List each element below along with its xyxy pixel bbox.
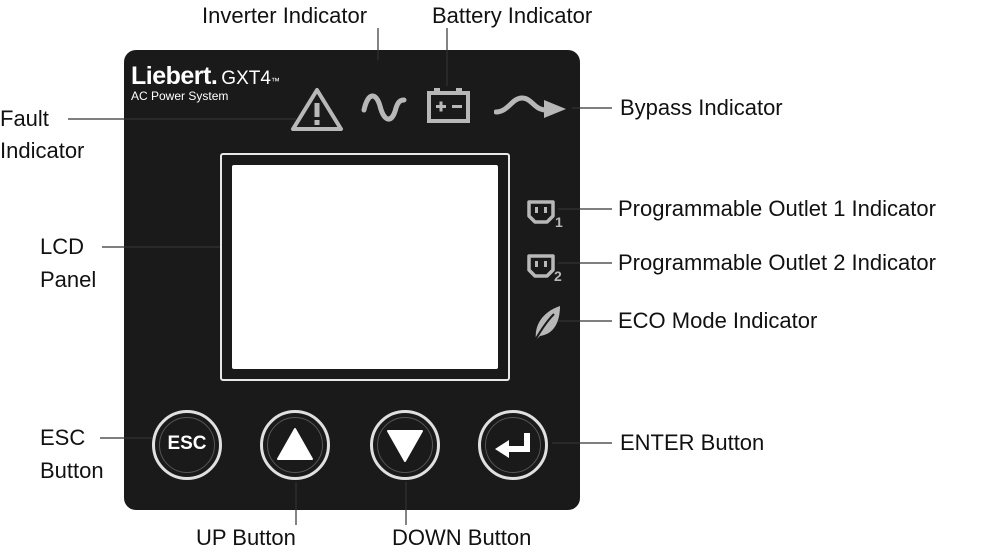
bypass-indicator-label: Bypass Indicator [620, 95, 783, 120]
brand-name: Liebert. [131, 62, 218, 90]
eco-mode-indicator-label: ECO Mode Indicator [618, 308, 818, 333]
battery-icon [427, 88, 470, 123]
device-subtitle: AC Power System [131, 89, 229, 103]
bypass-arrow-icon [494, 95, 566, 118]
inverter-indicator-label: Inverter Indicator [202, 3, 368, 28]
enter-arrow-icon [495, 433, 530, 458]
fault-indicator-label-line1: Fault [0, 106, 49, 131]
esc-button[interactable]: ESC [152, 410, 222, 480]
outlet-1-indicator-label: Programmable Outlet 1 Indicator [618, 196, 936, 221]
down-button-label: DOWN Button [392, 525, 532, 550]
down-arrow-icon [387, 430, 423, 462]
esc-button-bezel [159, 417, 215, 473]
model-name: GXT4 [221, 68, 271, 89]
enter-button-label: ENTER Button [620, 430, 765, 455]
up-button-label: UP Button [196, 525, 296, 550]
up-arrow-icon [277, 428, 313, 460]
esc-button-label: ESC [167, 433, 207, 454]
battery-indicator-label: Battery Indicator [432, 3, 593, 28]
esc-button-label-line2: Button [40, 458, 104, 483]
outlet-1-number: 1 [555, 214, 563, 230]
lcd-panel-label-line2: Panel [40, 267, 97, 292]
model-trademark: ™ [270, 76, 280, 86]
up-button[interactable] [260, 410, 330, 480]
leaf-icon [533, 306, 560, 343]
outlet-2-icon: 2 [527, 254, 562, 284]
outlet-1-icon: 1 [527, 200, 563, 230]
enter-button[interactable] [478, 410, 548, 480]
sine-wave-icon [361, 93, 407, 122]
warning-triangle-icon [291, 88, 343, 131]
down-button-bezel [377, 417, 433, 473]
lcd-panel [220, 153, 510, 381]
up-button-bezel [267, 417, 323, 473]
lcd-screen [232, 165, 498, 369]
enter-button-bezel [485, 417, 541, 473]
outlet-2-indicator-label: Programmable Outlet 2 Indicator [618, 250, 936, 275]
device-logo: Liebert.GXT4™ AC Power System [131, 62, 280, 103]
lcd-panel-label-line1: LCD [40, 234, 85, 259]
fault-indicator-label-line2: Indicator [0, 138, 85, 163]
esc-button-label-line1: ESC [40, 425, 86, 450]
outlet-2-number: 2 [554, 268, 562, 284]
down-button[interactable] [370, 410, 440, 480]
